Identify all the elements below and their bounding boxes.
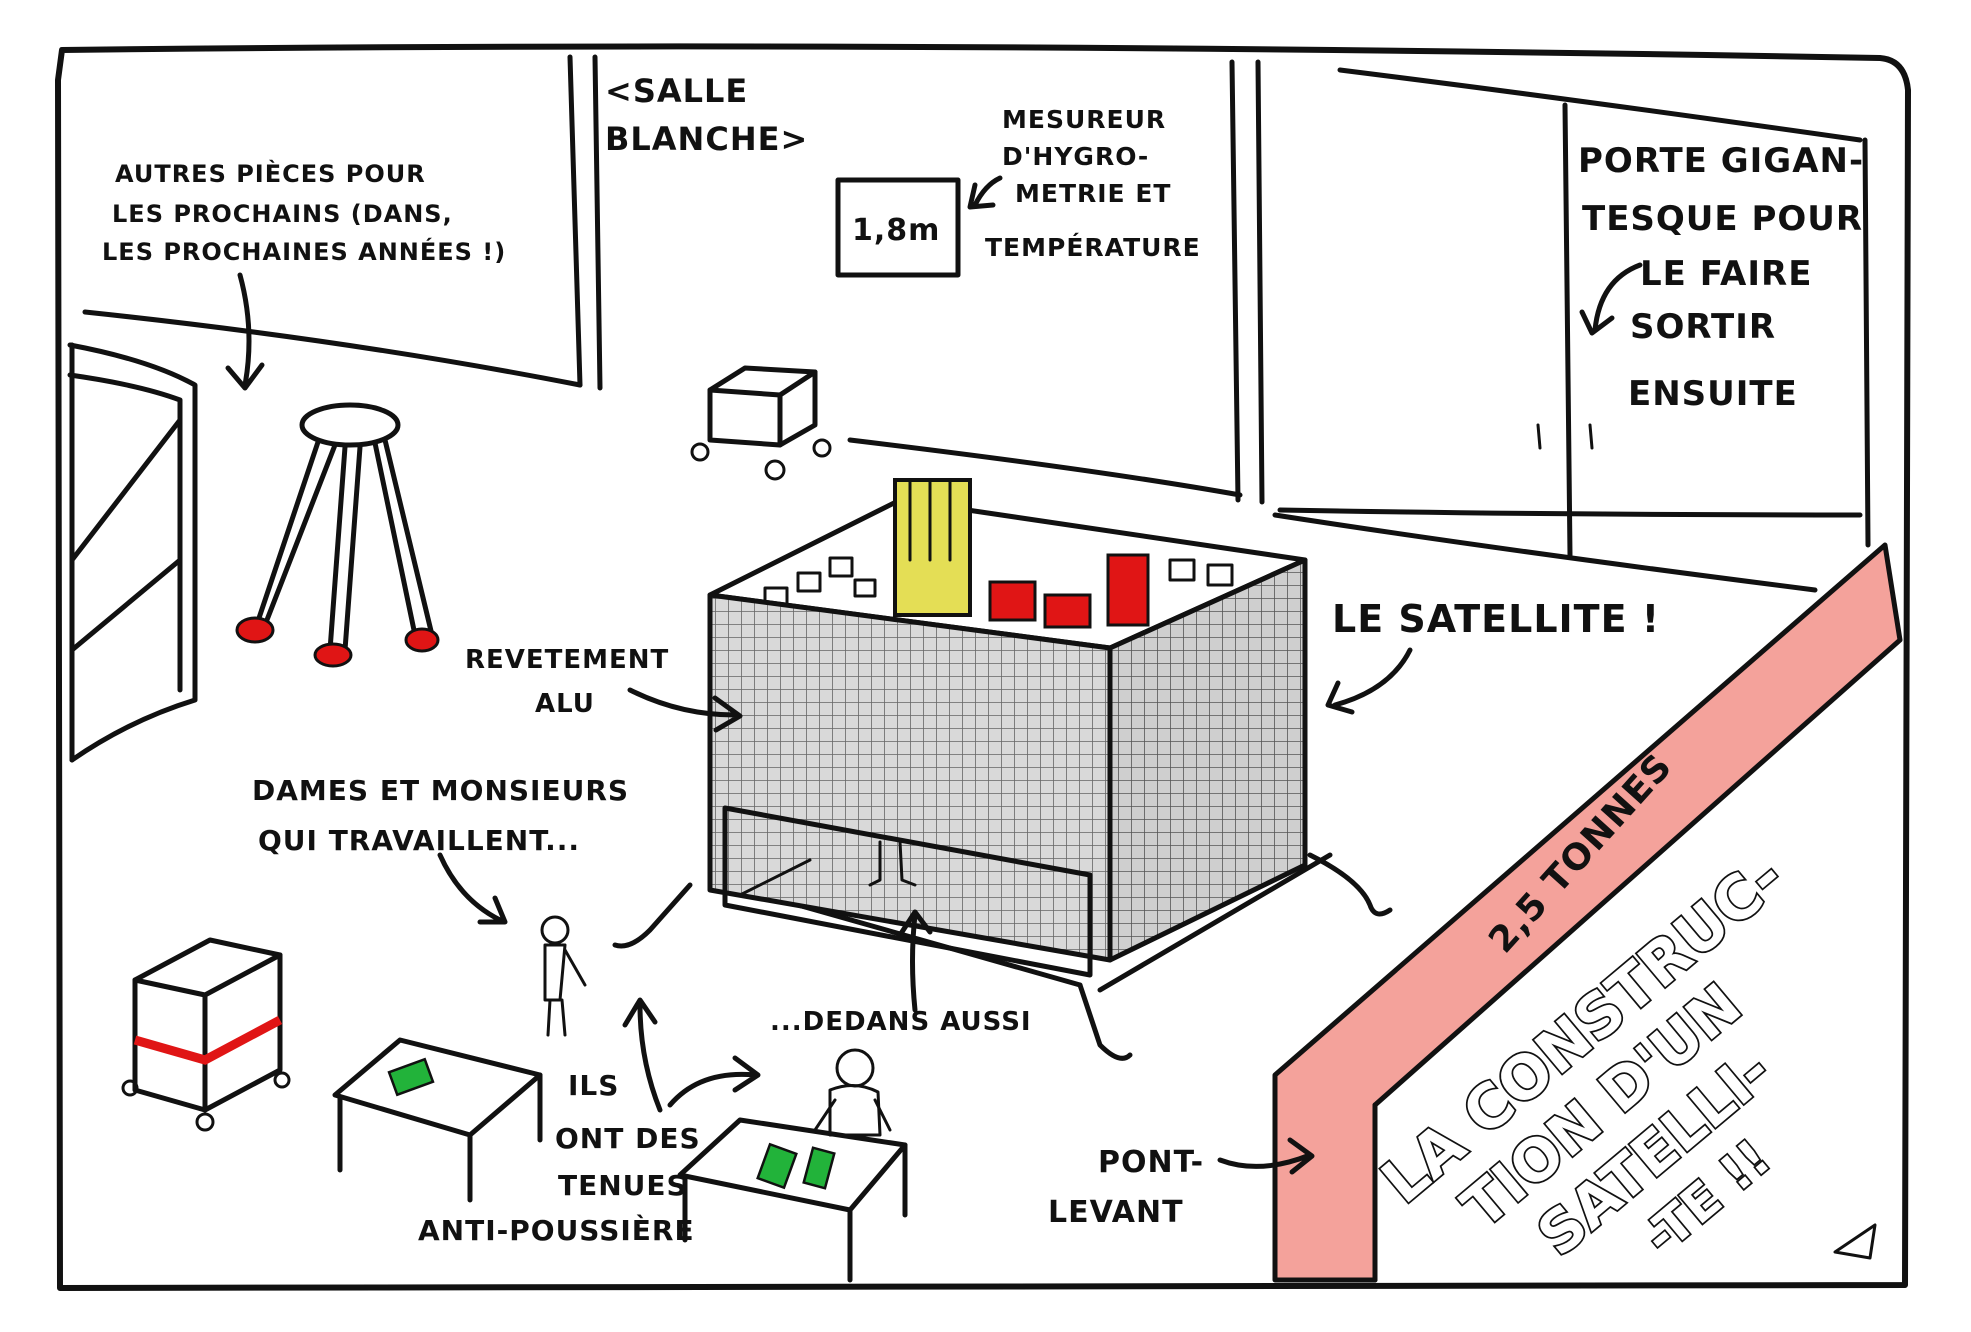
label-inside: ...DEDANS AUSSI [770,1007,1032,1037]
worker-icon [540,915,587,1037]
label-workers: DAMES ET MONSIEURS QUI TRAVAILLENT... [252,774,640,857]
corner-triangle-icon [1833,1223,1877,1260]
label-other-rooms: AUTRES PIÈCES POUR LES PROCHAINS (DANS, … [102,159,506,266]
table-icon [332,1037,543,1203]
label-satellite: LE SATELLITE ! [1332,597,1660,641]
title: LA CONSTRUC- TION D'UN SATELLI- -TE !! [1367,840,1799,1270]
cabinet-icon [121,937,291,1132]
arrow-icon [225,175,1643,1175]
hygrometer-box [835,177,961,278]
table-icon [677,1117,908,1283]
stool-icon [235,402,440,668]
panel-border [55,43,1911,1291]
label-suits: ILS ONT DES TENUES ANTI-POUSSIÈRE [418,1069,711,1247]
label-clean-room: <SALLE BLANCHE> [605,72,808,158]
satellite-icon [612,478,1393,1061]
side-room [67,342,198,763]
cart-icon [690,365,832,481]
lifting-bridge [1272,542,1903,1283]
label-coating: REVETEMENT ALU [465,645,679,719]
worker-icon [813,1048,892,1137]
hygrometer-display: 1,8m [852,213,940,248]
room-walls [82,54,1871,593]
label-door: PORTE GIGAN- TESQUE POUR LE FAIRE SORTIR… [1578,141,1877,414]
label-hygrometer: MESUREUR D'HYGRO- METRIE ET TEMPÉRATURE [985,105,1201,262]
label-bridge: PONT- LEVANT [1048,1145,1216,1230]
